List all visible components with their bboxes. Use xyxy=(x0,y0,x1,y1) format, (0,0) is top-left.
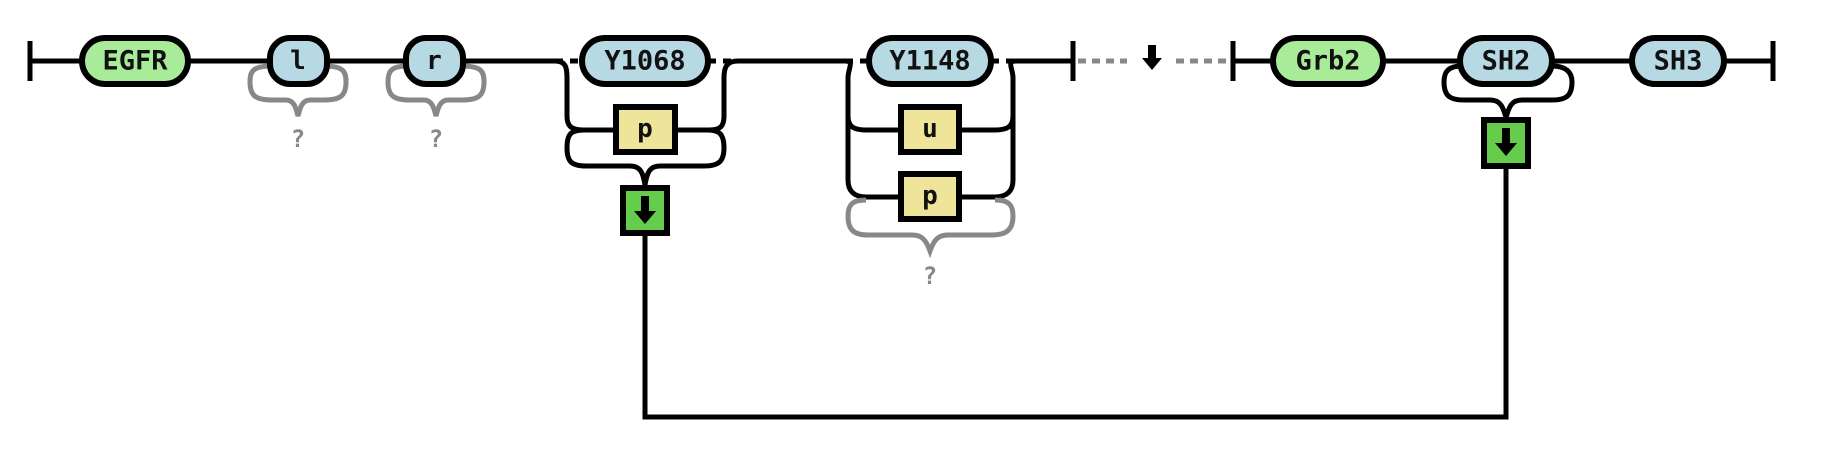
site-l[interactable]: l ? xyxy=(247,35,349,153)
unknown-bond-brace xyxy=(845,197,1016,259)
molecule-node-egfr[interactable]: EGFR xyxy=(79,35,191,87)
site-pill xyxy=(1629,35,1727,87)
state-label: p xyxy=(637,114,653,144)
molecule-node-grb2[interactable]: Grb2 xyxy=(1270,35,1386,87)
site-pill xyxy=(403,35,466,87)
state-box xyxy=(898,171,962,222)
state-u[interactable]: u xyxy=(898,104,962,155)
site-sh3[interactable]: SH3 xyxy=(1629,35,1727,87)
molecule-grb2: Grb2 SH2 SH3 xyxy=(1230,35,1776,169)
site-y1068[interactable]: Y1068 p xyxy=(554,35,739,236)
state-label: u xyxy=(922,114,938,144)
state-branch-rail xyxy=(959,58,1017,200)
protein-label: Grb2 xyxy=(1295,46,1360,77)
site-label: SH3 xyxy=(1654,46,1703,77)
protein-pill xyxy=(1270,35,1386,87)
down-arrow-icon xyxy=(1142,45,1162,70)
site-pill xyxy=(579,35,711,87)
site-r[interactable]: r ? xyxy=(385,35,487,153)
state-box xyxy=(613,104,678,155)
down-arrow-icon xyxy=(1495,128,1517,156)
unknown-bond-label: ? xyxy=(429,125,443,153)
binding-box[interactable] xyxy=(1481,117,1531,169)
site-label: Y1068 xyxy=(604,46,685,77)
state-box xyxy=(898,104,962,155)
molecule-separator xyxy=(1078,45,1230,70)
state-branch-rail xyxy=(845,115,901,133)
site-pill xyxy=(1457,35,1555,87)
protein-pill xyxy=(79,35,191,87)
state-p[interactable]: p xyxy=(898,171,962,222)
state-p[interactable]: p xyxy=(613,104,678,155)
state-label: p xyxy=(922,181,938,211)
site-pill xyxy=(267,35,330,87)
binding-box[interactable] xyxy=(620,185,670,236)
site-y1148[interactable]: Y1148 u p ? xyxy=(844,35,1017,290)
site-label: SH2 xyxy=(1482,46,1531,77)
state-branch-rail xyxy=(959,115,1016,133)
molecule-egfr: EGFR l ? r ? Y1068 p xyxy=(27,35,1076,290)
unknown-bond-brace xyxy=(247,63,349,117)
unknown-bond-label: ? xyxy=(291,125,305,153)
unknown-bond-brace xyxy=(385,63,487,117)
bond-edge[interactable] xyxy=(642,166,1509,420)
site-label: Y1148 xyxy=(889,46,970,77)
unknown-bond-label: ? xyxy=(923,262,937,290)
site-label: l xyxy=(290,46,306,76)
down-arrow-icon xyxy=(634,196,656,224)
state-branch-rail xyxy=(844,58,901,200)
site-label: r xyxy=(426,46,442,76)
protein-label: EGFR xyxy=(102,46,168,77)
site-sh2[interactable]: SH2 xyxy=(1441,35,1575,169)
site-pill xyxy=(866,35,994,87)
